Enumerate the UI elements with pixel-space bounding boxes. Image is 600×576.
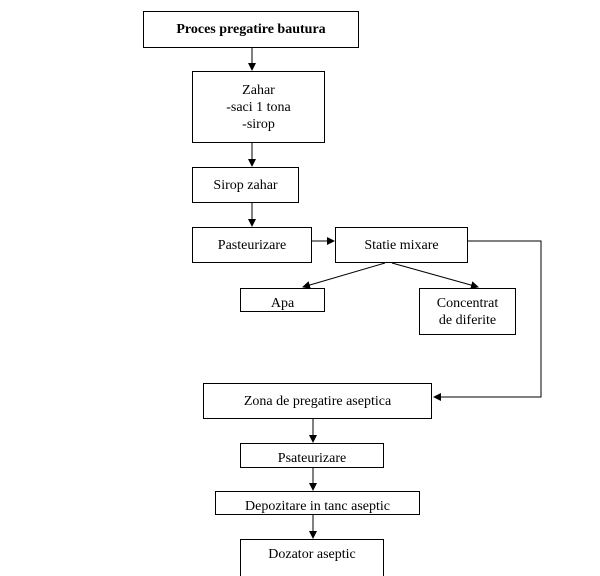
sirop-zahar-label: Sirop zahar — [213, 177, 278, 193]
dozator-label: Dozator aseptic — [268, 547, 356, 562]
arrow-statie-to-concentrat — [391, 262, 479, 289]
depozitare-box: Depozitare in tanc aseptic — [215, 491, 420, 515]
sirop-zahar-box: Sirop zahar — [192, 167, 299, 203]
zahar-box: Zahar -saci 1 tona -sirop — [192, 71, 325, 143]
concentrat-line-2: de diferite — [438, 313, 497, 328]
psateurizare-label: Psateurizare — [277, 451, 347, 466]
zahar-line-1: Zahar — [242, 82, 275, 98]
concentrat-line-1: Concentrat — [436, 296, 499, 311]
pasteurizare-label: Pasteurizare — [217, 237, 287, 253]
dozator-box: Dozator aseptic — [240, 539, 384, 576]
statie-mixare-box: Statie mixare — [335, 227, 468, 263]
apa-box: Apa — [240, 288, 325, 312]
zona-aseptica-label: Zona de pregatire aseptica — [243, 393, 392, 409]
apa-label: Apa — [270, 296, 295, 311]
zona-aseptica-box: Zona de pregatire aseptica — [203, 383, 432, 419]
pasteurizare-box: Pasteurizare — [192, 227, 312, 263]
title-text: Proces pregatire bautura — [176, 22, 326, 37]
psateurizare-box: Psateurizare — [240, 443, 384, 468]
concentrat-box: Concentrat de diferite — [419, 288, 516, 335]
statie-mixare-label: Statie mixare — [364, 237, 439, 253]
title-box: Proces pregatire bautura — [143, 11, 359, 48]
arrow-statie-to-apa — [302, 262, 386, 289]
zahar-line-3: -sirop — [242, 116, 275, 132]
arrow-statie-to-zona — [433, 240, 542, 401]
depozitare-label: Depozitare in tanc aseptic — [245, 499, 390, 514]
zahar-line-2: -saci 1 tona — [226, 99, 291, 115]
